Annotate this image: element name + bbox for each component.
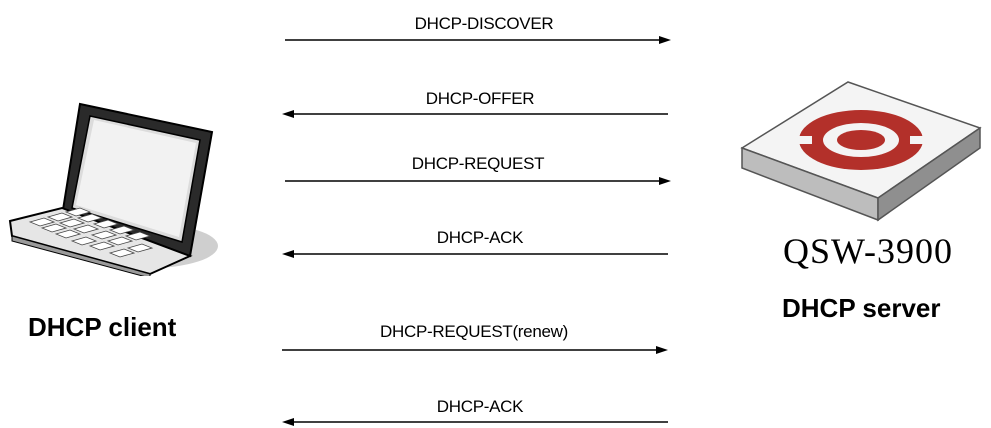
arrow-left-icon xyxy=(282,416,668,428)
arrow-right-icon xyxy=(282,344,668,356)
message-label: DHCP-DISCOVER xyxy=(414,14,554,33)
message-label: DHCP-REQUEST(renew) xyxy=(380,322,568,341)
server-model: QSW-3900 xyxy=(783,231,953,271)
logo-icon xyxy=(790,110,932,170)
server-label: DHCP server xyxy=(782,293,941,323)
arrow-right-icon xyxy=(285,34,671,46)
message-label: DHCP-OFFER xyxy=(425,89,535,108)
switch-icon xyxy=(738,80,983,230)
client-label: DHCP client xyxy=(28,312,177,342)
message-label: DHCP-REQUEST xyxy=(411,154,545,173)
arrow-left-icon xyxy=(282,248,668,260)
laptop-icon xyxy=(0,96,225,279)
message-label: DHCP-ACK xyxy=(436,228,524,247)
arrow-right-icon xyxy=(285,175,671,187)
arrow-left-icon xyxy=(282,108,668,120)
message-label: DHCP-ACK xyxy=(436,397,524,416)
